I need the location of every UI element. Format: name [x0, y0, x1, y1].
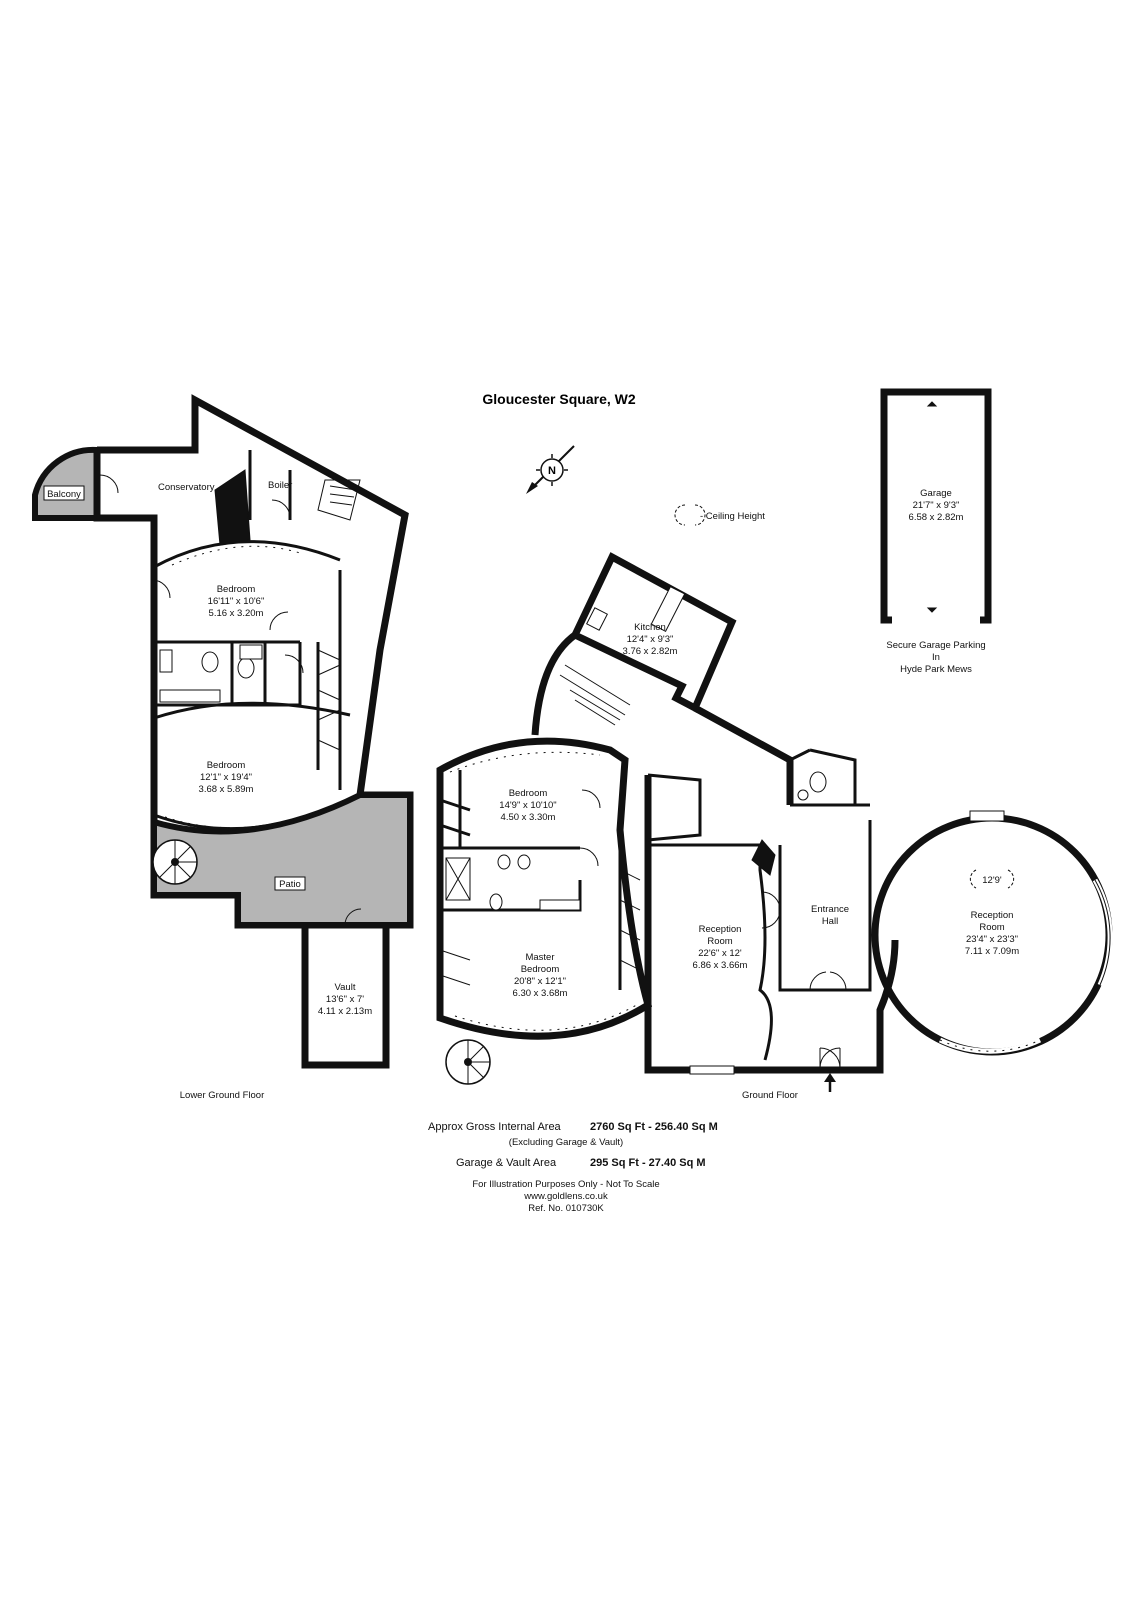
vault-name: Vault: [335, 982, 356, 993]
ground-floor-label: Ground Floor: [742, 1090, 798, 1101]
ground-stairs: [559, 664, 631, 726]
hob-icon: [650, 585, 686, 633]
lg-bedroom-2-dim-metric: 3.68 x 5.89m: [199, 784, 254, 795]
garage-caption-2: In: [932, 652, 940, 663]
kitchen-name: Kitchen: [634, 622, 666, 633]
wc-icon: [809, 771, 827, 793]
ceiling-height-legend: - Ceiling Height: [674, 504, 765, 526]
garage-vault-area-label: Garage & Vault Area: [456, 1157, 557, 1169]
north-compass-icon: N: [526, 445, 575, 494]
wardrobes: [317, 649, 341, 751]
patio-label: Patio: [279, 879, 301, 890]
reception-2-name-2: Room: [979, 922, 1004, 933]
lg-bedroom-1-name: Bedroom: [217, 584, 256, 595]
garage: Garage 21'7" x 9'3" 6.58 x 2.82m: [880, 388, 992, 624]
sink-icon: [586, 607, 608, 631]
ground-floor: Kitchen 12'4" x 9'3" 3.76 x 2.82m Bedroo…: [436, 552, 1113, 1092]
lg-bedroom-1-dim-metric: 5.16 x 3.20m: [209, 608, 264, 619]
plan-title: Gloucester Square, W2: [482, 391, 635, 407]
garage-name: Garage: [920, 488, 952, 499]
boiler-label: Boiler: [268, 480, 292, 491]
garage-caption-1: Secure Garage Parking: [886, 640, 985, 651]
garage-caption-3: Hyde Park Mews: [900, 664, 972, 675]
spiral-stair: [152, 839, 198, 885]
master-bedroom-name-1: Master: [525, 952, 554, 963]
g-bedroom-dim-imperial: 14'9" x 10'10": [499, 800, 556, 811]
bath-icon: [159, 689, 221, 703]
lower-ground-floor: Balcony Patio: [32, 394, 414, 1069]
vault-dim-imperial: 13'6" x 7': [326, 994, 364, 1005]
vault-dim-metric: 4.11 x 2.13m: [318, 1006, 372, 1017]
reception-2-dim-imperial: 23'4" x 23'3": [966, 934, 1018, 945]
gross-area-note: (Excluding Garage & Vault): [509, 1137, 623, 1148]
g-bedroom-dim-metric: 4.50 x 3.30m: [501, 812, 556, 823]
conservatory-label: Conservatory: [158, 482, 215, 493]
kitchen-dim-metric: 3.76 x 2.82m: [623, 646, 678, 657]
kitchen-dim-imperial: 12'4" x 9'3": [627, 634, 674, 645]
garage-dim-imperial: 21'7" x 9'3": [913, 500, 960, 511]
master-bedroom-dim-imperial: 20'8" x 12'1": [514, 976, 566, 987]
ceiling-height-value: 12'9': [982, 875, 1002, 886]
ceiling-height-legend-text: - Ceiling Height: [700, 511, 765, 522]
lower-stairs: [317, 479, 361, 521]
reference-number: Ref. No. 010730K: [528, 1203, 604, 1214]
reception-1-name-2: Room: [707, 936, 732, 947]
entrance-arrow-icon: [824, 1073, 836, 1092]
g-bedroom-name: Bedroom: [509, 788, 548, 799]
lg-bedroom-2-name: Bedroom: [207, 760, 246, 771]
lg-bedroom-1-dim-imperial: 16'11" x 10'6": [208, 596, 265, 607]
master-bedroom-name-2: Bedroom: [521, 964, 560, 975]
toilet-icon: [201, 651, 219, 673]
disclaimer: For Illustration Purposes Only - Not To …: [472, 1179, 659, 1190]
gross-area-value: 2760 Sq Ft - 256.40 Sq M: [590, 1121, 718, 1133]
basin-icon: [159, 649, 173, 673]
reception-2-dim-metric: 7.11 x 7.09m: [965, 946, 1019, 957]
reception-1-name-1: Reception: [699, 924, 742, 935]
master-bedroom-dim-metric: 6.30 x 3.68m: [513, 988, 568, 999]
reception-1-dim-metric: 6.86 x 3.66m: [693, 960, 748, 971]
website: www.goldlens.co.uk: [523, 1191, 608, 1202]
reception-2-name-1: Reception: [971, 910, 1014, 921]
gross-area-label: Approx Gross Internal Area: [428, 1121, 562, 1133]
lg-bedroom-2-dim-imperial: 12'1" x 19'4": [200, 772, 252, 783]
garage-vault-area-value: 295 Sq Ft - 27.40 Sq M: [590, 1157, 706, 1169]
balcony: [32, 446, 100, 521]
svg-text:N: N: [548, 465, 556, 477]
garage-dim-metric: 6.58 x 2.82m: [909, 512, 964, 523]
entrance-hall-name-2: Hall: [822, 916, 838, 927]
entrance-hall-name-1: Entrance: [811, 904, 849, 915]
balcony-label: Balcony: [47, 489, 81, 500]
reception-1-dim-imperial: 22'6" x 12': [698, 948, 742, 959]
ground-spiral-stair: [445, 1039, 491, 1085]
lower-ground-floor-label: Lower Ground Floor: [180, 1090, 264, 1101]
